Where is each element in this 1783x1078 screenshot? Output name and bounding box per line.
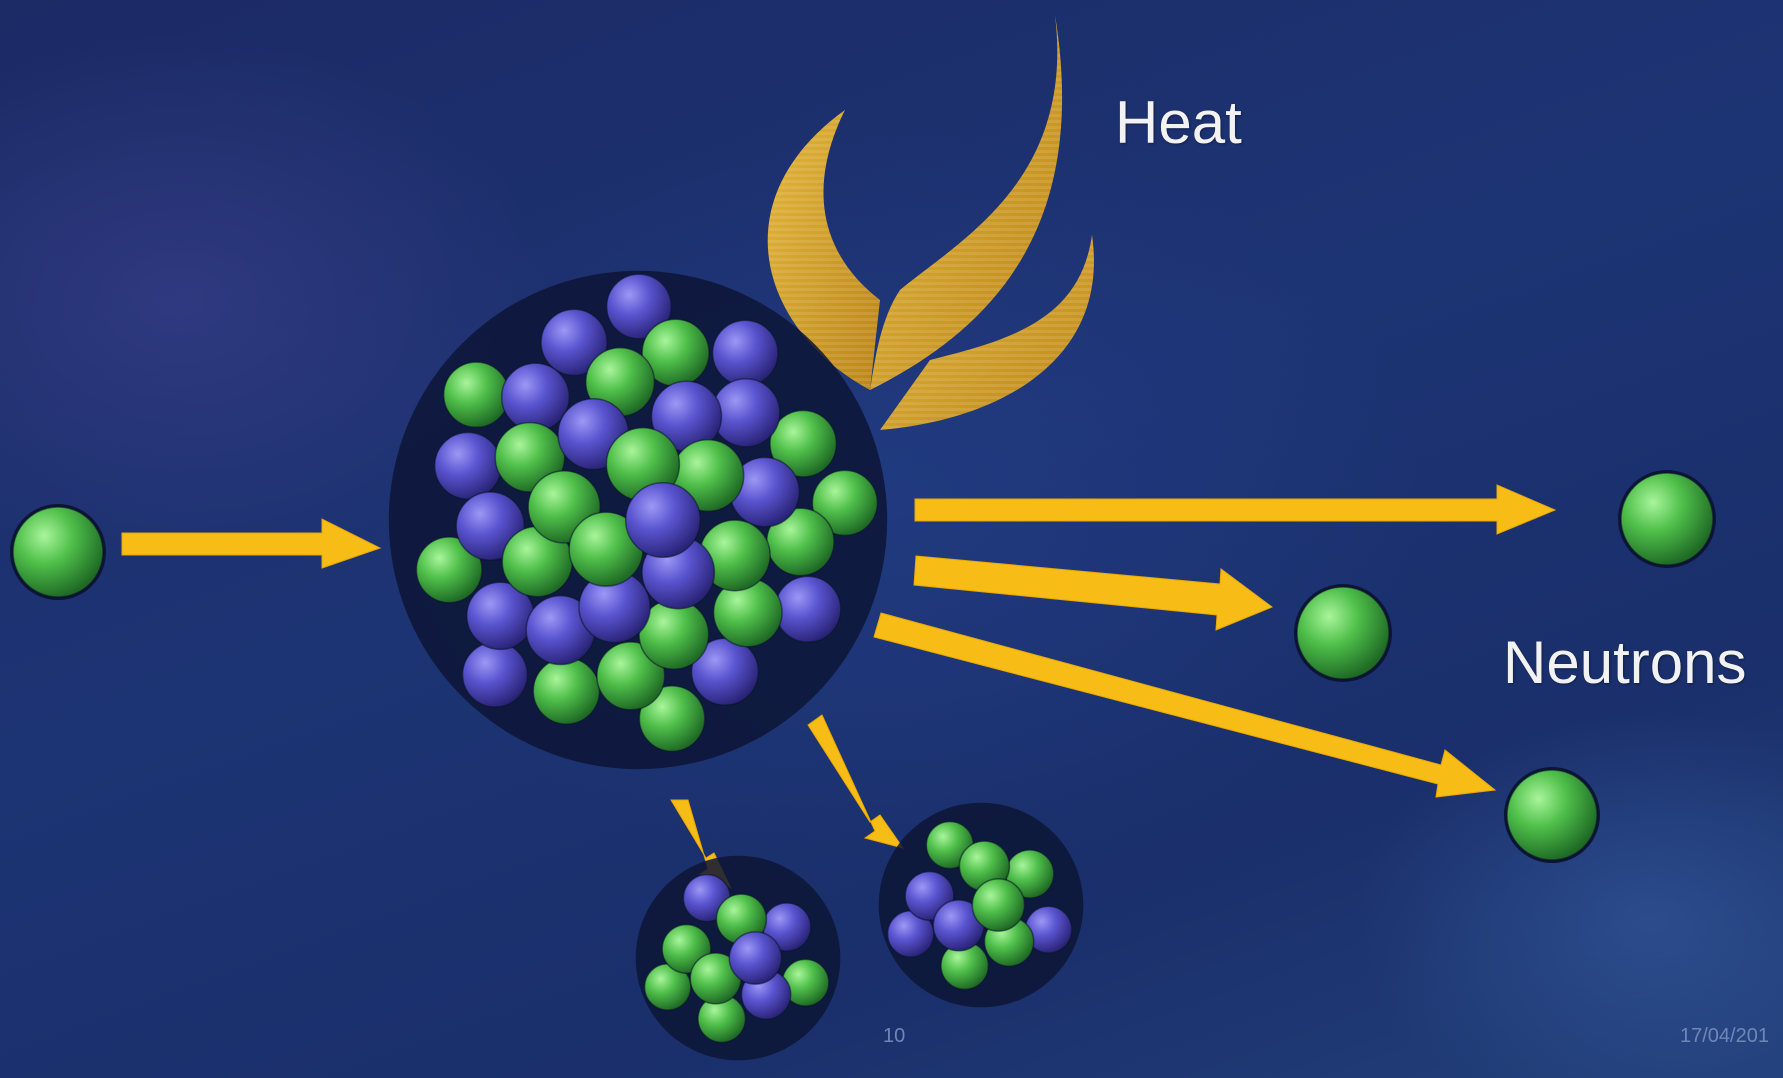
proton-sphere — [433, 431, 503, 500]
proton-sphere — [711, 319, 779, 387]
neutron-arrow-bottom — [873, 612, 1497, 798]
neutron-arrow-top — [914, 484, 1557, 535]
incoming-neutron — [10, 504, 106, 600]
heat-label: Heat — [1115, 89, 1242, 156]
neutron-sphere — [1296, 586, 1390, 680]
neutron-sphere — [415, 536, 483, 604]
fission-fragment-right — [878, 802, 1084, 1008]
neutron-sphere — [532, 657, 601, 725]
neutron-sphere — [12, 506, 104, 598]
proton-sphere — [774, 575, 842, 643]
neutron-sphere — [1506, 769, 1598, 861]
proton-sphere — [500, 362, 571, 432]
flame-texture — [767, 15, 1094, 430]
fragment-arrow-right — [807, 714, 905, 849]
proton-sphere — [624, 481, 702, 559]
slide-date: 17/04/201 — [1680, 1025, 1769, 1047]
fission-fragment-left — [635, 855, 841, 1061]
neutron-arrow-middle — [913, 555, 1274, 631]
neutron-sphere — [638, 685, 706, 753]
emitted-neutron-top — [1618, 470, 1716, 568]
neutrons-label: Neutrons — [1503, 629, 1747, 696]
neutron-sphere — [769, 409, 838, 478]
neutron-sphere — [596, 641, 666, 711]
emitted-neutron-bottom — [1504, 767, 1600, 863]
proton-sphere — [540, 308, 608, 377]
proton-sphere — [728, 931, 783, 985]
neutron-sphere — [971, 878, 1026, 932]
slide-number: 10 — [883, 1025, 906, 1047]
neutron-sphere — [442, 361, 510, 429]
incoming-arrow — [121, 518, 382, 569]
uranium-nucleus — [388, 270, 888, 770]
proton-sphere — [461, 641, 529, 708]
neutron-sphere — [1620, 472, 1714, 566]
heat-flame-icon — [767, 15, 1094, 430]
emitted-neutron-middle — [1294, 584, 1392, 682]
proton-sphere — [605, 273, 673, 340]
neutron-sphere — [811, 469, 879, 537]
